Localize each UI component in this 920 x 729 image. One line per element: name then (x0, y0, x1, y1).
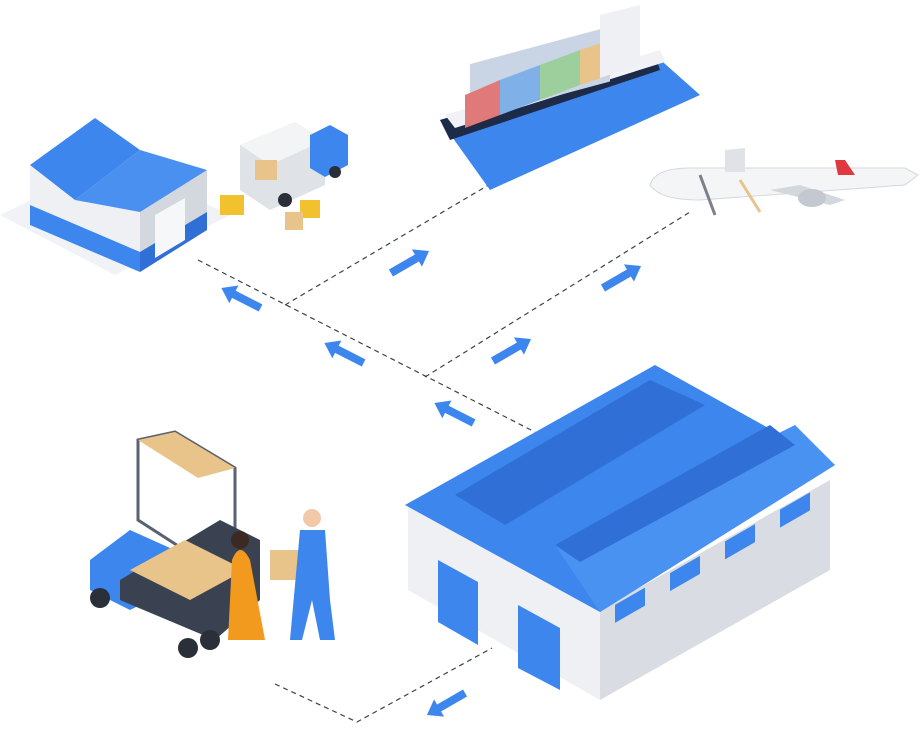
delivery-truck-with-forklifts (220, 122, 348, 230)
arrow-up-left-icon (319, 334, 369, 372)
delivery-truck-handoff (90, 430, 335, 658)
arrow-up-right-icon (487, 330, 537, 370)
small-warehouse (0, 118, 230, 275)
arrow-up-right-icon (597, 257, 647, 297)
route-lines (197, 182, 691, 723)
arrow-up-right-icon (385, 242, 435, 282)
arrow-up-left-icon (216, 279, 266, 317)
cargo-ship (440, 5, 700, 190)
cargo-airplane (649, 148, 919, 216)
arrow-down-left-icon (421, 684, 471, 724)
distribution-warehouse (405, 365, 835, 700)
